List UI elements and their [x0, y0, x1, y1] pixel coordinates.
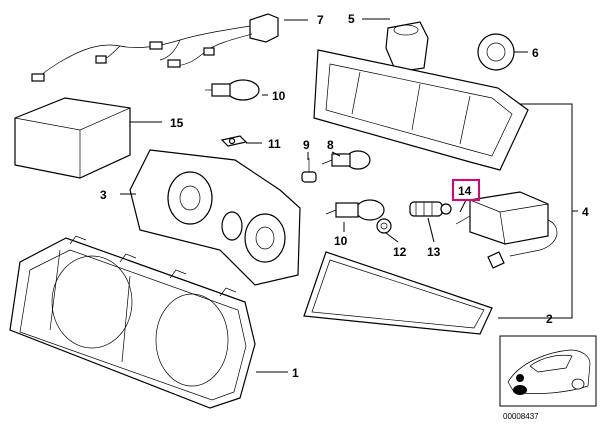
callout-12: 12 [393, 245, 407, 259]
callout-2: 2 [546, 312, 553, 326]
bulb-6[interactable] [477, 33, 515, 71]
callout-4: 4 [582, 205, 589, 219]
adjuster-13[interactable] [409, 201, 452, 217]
wheel-icon [513, 385, 527, 395]
bulb-8[interactable] [321, 150, 371, 170]
parts-box[interactable] [14, 97, 131, 179]
reflector[interactable] [129, 149, 301, 286]
callout-3: 3 [100, 188, 107, 202]
callout-15: 15 [170, 116, 184, 130]
callout-9: 9 [303, 138, 310, 152]
headlight-lens[interactable] [9, 235, 256, 409]
callout-6: 6 [532, 46, 539, 60]
bulb-lower[interactable] [325, 199, 385, 221]
callout-14: 14 [458, 184, 472, 198]
clip[interactable] [220, 135, 248, 147]
callout-7: 7 [317, 13, 324, 27]
callout-14-highlight-box[interactable] [452, 179, 480, 201]
grommet-12[interactable] [376, 218, 392, 234]
callout-13: 13 [427, 245, 441, 259]
callout-1: 1 [292, 366, 299, 380]
wiring-harness[interactable] [31, 13, 279, 82]
headlight-housing[interactable] [313, 49, 529, 171]
diagram-id: 00008437 [503, 412, 539, 421]
callout-11: 11 [268, 137, 281, 151]
seal-gasket[interactable] [303, 251, 493, 335]
callout-8: 8 [327, 138, 334, 152]
adjusting-motor[interactable] [455, 191, 558, 269]
bulb-upper[interactable] [205, 79, 260, 101]
callout-5: 5 [348, 12, 355, 26]
leader-lines [120, 18, 578, 373]
bulb-9[interactable] [301, 158, 317, 183]
headlight-location-marker [516, 374, 524, 382]
bulb-5[interactable] [385, 21, 429, 73]
vehicle-location-inset [499, 335, 597, 407]
callout-10-upper: 10 [272, 89, 286, 103]
callout-10-lower: 10 [334, 234, 348, 248]
